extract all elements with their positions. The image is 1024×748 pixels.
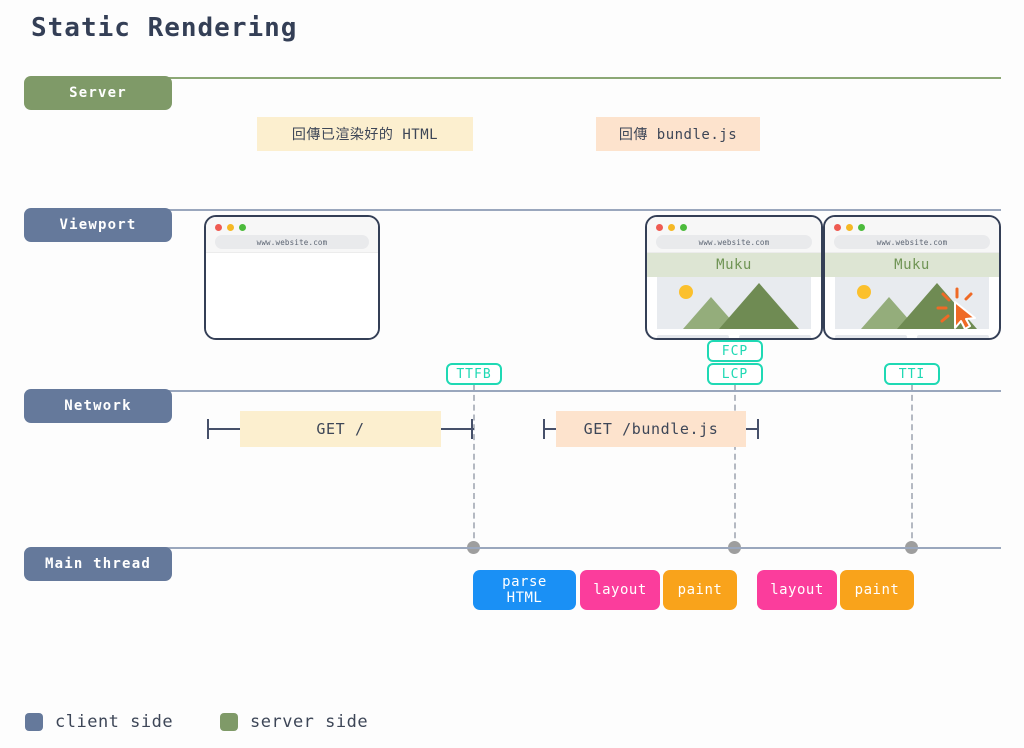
metric-badge-tti: TTI <box>884 363 940 385</box>
close-dot-icon <box>656 224 663 231</box>
sun-icon <box>857 285 871 299</box>
network-request-get-root: GET / <box>240 411 441 447</box>
network-row-line <box>96 390 1001 392</box>
legend-swatch-client <box>25 713 43 731</box>
browser-window-rendered[interactable]: www.website.com Muku <box>645 215 823 340</box>
url-bar[interactable]: www.website.com <box>656 235 812 249</box>
request-whisker-cap-right <box>757 419 759 439</box>
minimize-dot-icon <box>227 224 234 231</box>
text-placeholder-columns <box>835 335 989 338</box>
network-request-get-bundle: GET /bundle.js <box>556 411 746 447</box>
text-line <box>657 335 729 338</box>
server-message-html: 回傳已渲染好的 HTML <box>257 117 473 151</box>
maximize-dot-icon <box>680 224 687 231</box>
click-cursor-icon <box>936 287 976 330</box>
window-control-dots <box>215 224 246 231</box>
window-control-dots <box>656 224 687 231</box>
metric-badge-fcp: FCP <box>707 340 763 362</box>
main-thread-row-line <box>96 547 1001 549</box>
legend-label-server: server side <box>250 712 369 732</box>
metric-dropline-ttfb <box>473 385 475 548</box>
window-control-dots <box>834 224 865 231</box>
site-header-title: Muku <box>825 253 999 277</box>
server-message-bundle: 回傳 bundle.js <box>596 117 760 151</box>
page-content-blank <box>206 253 378 338</box>
close-dot-icon <box>834 224 841 231</box>
browser-window-blank[interactable]: www.website.com <box>204 215 380 340</box>
maximize-dot-icon <box>858 224 865 231</box>
main-thread-task-layout-2: layout <box>757 570 837 610</box>
metric-badge-lcp: LCP <box>707 363 763 385</box>
mountain-dark-icon <box>719 283 799 329</box>
text-line <box>917 335 989 338</box>
legend-swatch-server <box>220 713 238 731</box>
text-column <box>739 335 811 338</box>
minimize-dot-icon <box>668 224 675 231</box>
site-header-title: Muku <box>647 253 821 277</box>
metric-dropline-tti <box>911 385 913 548</box>
text-placeholder-columns <box>657 335 811 338</box>
browser-chrome: www.website.com <box>647 217 821 253</box>
main-thread-task-parse-html: parse HTML <box>473 570 576 610</box>
legend-item-server-side: server side <box>220 712 368 732</box>
browser-chrome: www.website.com <box>825 217 999 253</box>
text-line <box>835 335 907 338</box>
maximize-dot-icon <box>239 224 246 231</box>
url-bar[interactable]: www.website.com <box>834 235 990 249</box>
browser-chrome: www.website.com <box>206 217 378 253</box>
text-column <box>917 335 989 338</box>
legend-item-client-side: client side <box>25 712 173 732</box>
metric-badge-ttfb: TTFB <box>446 363 502 385</box>
close-dot-icon <box>215 224 222 231</box>
minimize-dot-icon <box>846 224 853 231</box>
request-whisker-cap-right <box>471 419 473 439</box>
url-bar[interactable]: www.website.com <box>215 235 369 249</box>
text-column <box>657 335 729 338</box>
text-column <box>835 335 907 338</box>
request-whisker-cap-left <box>543 419 545 439</box>
hero-image <box>657 277 811 329</box>
row-label-server: Server <box>24 76 172 110</box>
text-line <box>739 335 811 338</box>
legend-label-client: client side <box>55 712 174 732</box>
sun-icon <box>679 285 693 299</box>
server-row-line <box>96 77 1001 79</box>
viewport-row-line <box>96 209 1001 211</box>
browser-window-interactive[interactable]: www.website.com Muku <box>823 215 1001 340</box>
main-thread-task-paint-2: paint <box>840 570 914 610</box>
row-label-main-thread: Main thread <box>24 547 172 581</box>
metric-dropline-lcp <box>734 385 736 548</box>
main-thread-task-layout-1: layout <box>580 570 660 610</box>
request-whisker-cap-left <box>207 419 209 439</box>
page-title: Static Rendering <box>31 13 298 43</box>
row-label-network: Network <box>24 389 172 423</box>
main-thread-task-paint-1: paint <box>663 570 737 610</box>
hero-image <box>835 277 989 329</box>
row-label-viewport: Viewport <box>24 208 172 242</box>
